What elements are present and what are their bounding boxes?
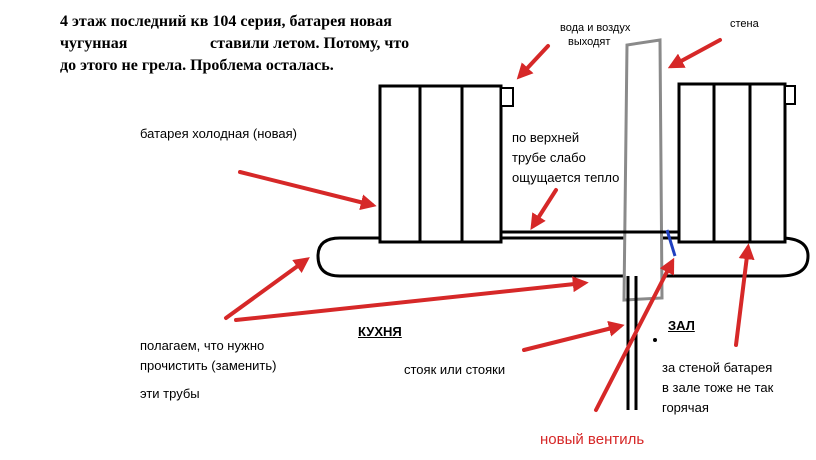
label-water-air-1: вода и воздух <box>560 22 631 34</box>
arrow-upper-pipe <box>530 188 558 231</box>
arrow-new-valve <box>594 257 675 412</box>
label-cold-battery: батарея холодная (новая) <box>140 126 297 141</box>
arrow-cold-battery <box>238 170 377 211</box>
arrow-riser <box>522 320 625 352</box>
label-clean-pipes-1: полагаем, что нужно <box>140 338 265 353</box>
label-wall: стена <box>730 18 759 30</box>
arrow-water-air <box>516 44 550 80</box>
arrow-clean-right <box>234 276 589 322</box>
valve-mark <box>665 229 677 257</box>
risers <box>626 276 657 410</box>
label-upper-pipe-1: по верхней <box>512 130 580 145</box>
header-line-2a: чугунная <box>60 35 128 52</box>
arrow-wall <box>667 38 722 69</box>
label-these-pipes: эти трубы <box>140 386 200 401</box>
lower-pipe-loop <box>316 236 810 278</box>
header-line-3: до этого не грела. Проблема осталась. <box>60 57 334 74</box>
label-new-valve: новый вентиль <box>540 431 645 448</box>
header-line-1: 4 этаж последний кв 104 серия, батарея н… <box>60 13 392 30</box>
label-riser: стояк или стояки <box>404 362 506 377</box>
label-water-air-2: выходят <box>568 36 611 48</box>
arrow-clean-left <box>224 257 310 320</box>
annotation-arrows <box>224 38 755 412</box>
label-hall: ЗАЛ <box>668 318 695 333</box>
hall-radiator <box>677 82 796 244</box>
label-upper-pipe-3: ощущается тепло <box>512 170 620 185</box>
label-behind-wall-2: в зале тоже не так <box>662 380 774 395</box>
arrow-behind-wall <box>734 243 755 347</box>
header-line-2b: ставили летом. Потому, что <box>210 35 410 52</box>
wall <box>622 38 664 302</box>
kitchen-radiator <box>378 84 514 244</box>
label-upper-pipe-2: трубе слабо <box>512 150 586 165</box>
label-behind-wall-1: за стеной батарея <box>662 360 773 375</box>
label-behind-wall-3: горячая <box>662 400 709 415</box>
label-clean-pipes-2: прочистить (заменить) <box>140 358 277 373</box>
label-kitchen: КУХНЯ <box>358 324 402 339</box>
